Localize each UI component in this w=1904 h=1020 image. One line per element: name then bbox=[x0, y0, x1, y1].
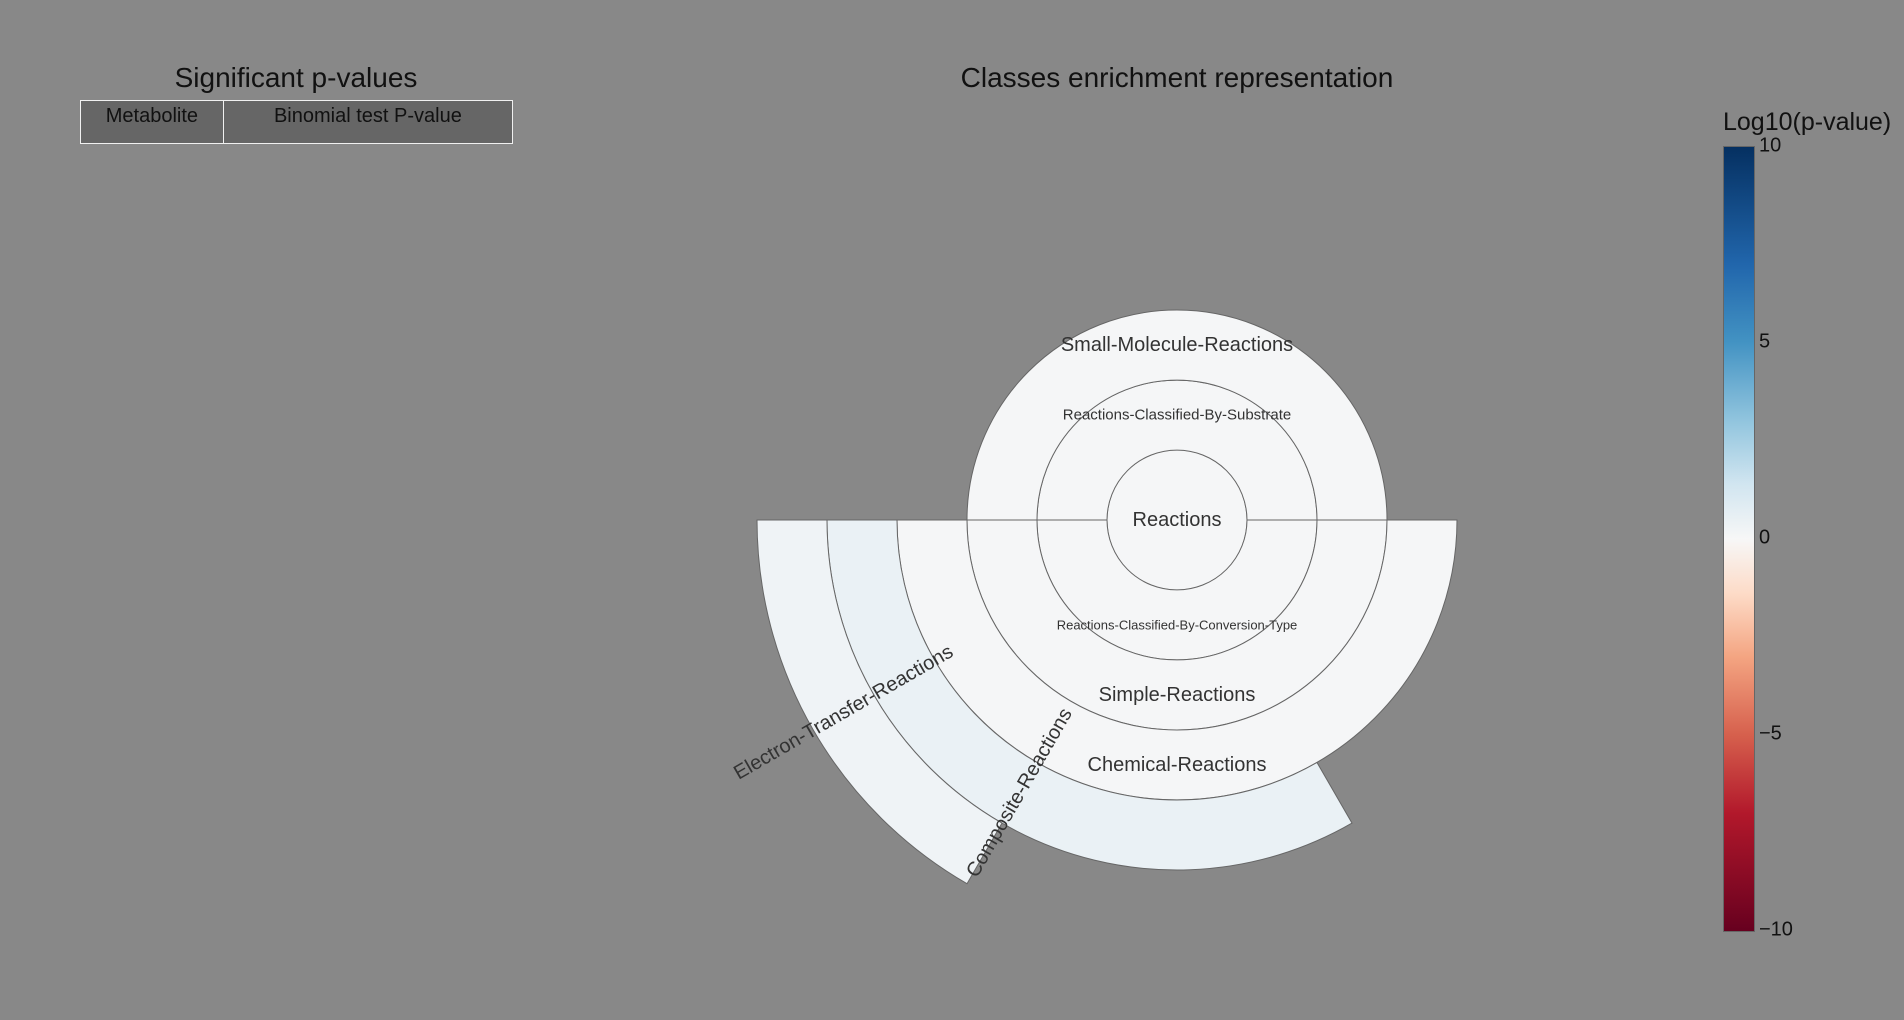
chart-title: Classes enrichment representation bbox=[960, 62, 1394, 93]
sunburst-label-simple-reactions: Simple-Reactions bbox=[1099, 684, 1256, 706]
colorbar bbox=[1723, 146, 1755, 932]
sunburst-label-chemical-reactions: Chemical-Reactions bbox=[1088, 754, 1267, 776]
sunburst-label-reactions: Reactions bbox=[1133, 509, 1222, 531]
sunburst-label-reactions-classified-by-conversion-type: Reactions-Classified-By-Conversion-Type bbox=[1057, 618, 1298, 633]
sunburst-segment-small-molecule-reactions[interactable] bbox=[966, 309, 1388, 521]
colorbar-tick-label: 5 bbox=[1759, 330, 1771, 353]
colorbar-tick-label: 10 bbox=[1759, 134, 1782, 157]
table-header-row: Metabolite Binomial test P-value bbox=[80, 100, 514, 144]
sunburst-label-small-molecule-reactions: Small-Molecule-Reactions bbox=[1061, 334, 1293, 356]
colorbar-tick-label: 0 bbox=[1759, 526, 1771, 549]
column-header-binomial-pvalue[interactable]: Binomial test P-value bbox=[222, 100, 514, 144]
table-title: Significant p-values bbox=[174, 62, 418, 93]
significant-pvalues-table: Metabolite Binomial test P-value bbox=[80, 100, 514, 144]
colorbar-title: Log10(p-value) bbox=[1723, 108, 1892, 136]
column-header-metabolite[interactable]: Metabolite bbox=[80, 100, 224, 144]
colorbar-tick-label: −5 bbox=[1759, 722, 1782, 745]
sunburst-segment-electron-transfer-reactions[interactable] bbox=[756, 519, 1003, 885]
sunburst-label-reactions-classified-by-substrate: Reactions-Classified-By-Substrate bbox=[1063, 407, 1291, 424]
colorbar-tick-label: −10 bbox=[1759, 918, 1793, 941]
